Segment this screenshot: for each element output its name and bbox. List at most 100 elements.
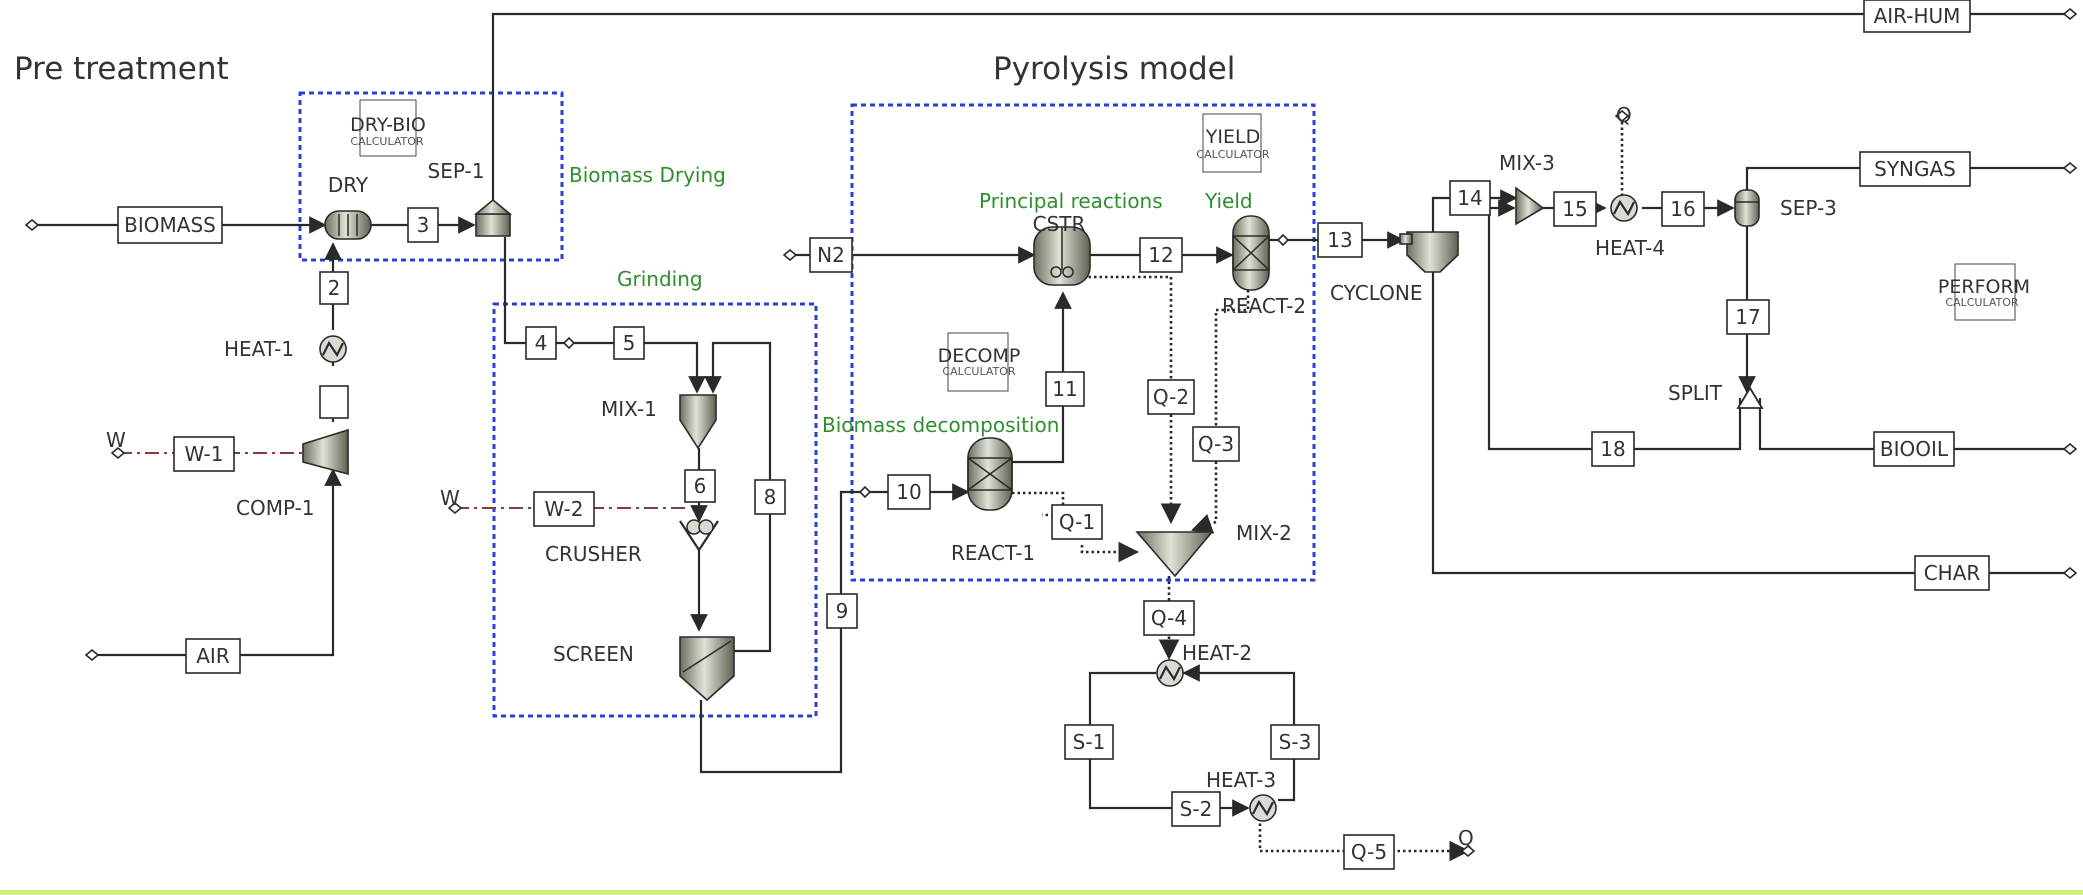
stream-s3[interactable]: S-3: [1270, 724, 1320, 760]
svg-text:W-2: W-2: [545, 497, 584, 521]
footer-band: [0, 890, 2083, 895]
cyclone-block[interactable]: [1399, 231, 1459, 273]
stream-q1[interactable]: Q-1: [1051, 504, 1103, 540]
crusher-block[interactable]: [679, 519, 719, 553]
stream-q4[interactable]: Q-4: [1143, 600, 1195, 636]
stream-11[interactable]: 11: [1045, 371, 1085, 407]
perform-calculator[interactable]: PERFORM CALCULATOR: [1938, 263, 2030, 321]
heat4-block[interactable]: [1610, 194, 1638, 222]
stream-3[interactable]: 3: [407, 207, 439, 243]
w-terminal-left: [110, 446, 126, 460]
svg-text:Q-3: Q-3: [1198, 432, 1234, 456]
svg-text:14: 14: [1457, 186, 1482, 210]
stream-air-hum[interactable]: AIR-HUM: [1863, 0, 1971, 33]
q-label-bottom: Q: [1458, 826, 1474, 850]
stream-10[interactable]: 10: [887, 474, 931, 510]
stream-8[interactable]: 8: [754, 479, 786, 515]
svg-text:DECOMP: DECOMP: [938, 345, 1021, 367]
stream-9-10-line: [699, 483, 970, 774]
stream-2[interactable]: 2: [319, 271, 349, 305]
mix3-label: MIX-3: [1499, 151, 1555, 175]
stream-air[interactable]: AIR: [185, 638, 241, 674]
dry-block[interactable]: [324, 210, 372, 240]
svg-text:PERFORM: PERFORM: [1938, 276, 2030, 298]
stream-9[interactable]: 9: [826, 593, 858, 629]
yield-label: Yield: [1204, 189, 1253, 213]
stream-q2[interactable]: Q-2: [1147, 379, 1195, 415]
stream-4[interactable]: 4: [525, 326, 557, 360]
stream-n2[interactable]: N2: [809, 237, 853, 273]
stream-syngas[interactable]: SYNGAS: [1859, 151, 1971, 187]
split-block[interactable]: [1736, 386, 1764, 409]
stream-13-junction: [1276, 233, 1290, 247]
svg-text:BIOMASS: BIOMASS: [124, 213, 216, 237]
sep3-block[interactable]: [1734, 189, 1760, 227]
svg-text:11: 11: [1052, 377, 1077, 401]
stream-5[interactable]: 5: [613, 326, 645, 360]
q-terminal-top: [1614, 109, 1630, 123]
stream-14[interactable]: 14: [1449, 180, 1491, 216]
screen-label: SCREEN: [553, 642, 634, 666]
svg-text:YIELD: YIELD: [1205, 126, 1260, 148]
stream-6[interactable]: 6: [684, 469, 716, 503]
grinding-section: [492, 302, 818, 718]
stream-13[interactable]: 13: [1317, 222, 1363, 258]
svg-text:8: 8: [764, 485, 777, 509]
react2-block[interactable]: [1232, 215, 1270, 291]
react1-block[interactable]: [967, 437, 1013, 511]
stream-10-junction: [858, 485, 872, 499]
stream-8-line: [704, 341, 772, 653]
biooil-terminal: [2062, 442, 2078, 456]
stream-biomass[interactable]: BIOMASS: [117, 206, 223, 244]
w-terminal-mid: [447, 501, 463, 515]
stream-w2[interactable]: W-2: [533, 491, 595, 527]
stream-s2[interactable]: S-2: [1171, 791, 1221, 827]
air-hum-line: [491, 12, 2068, 213]
sep3-label: SEP-3: [1780, 196, 1837, 220]
stream-q5[interactable]: Q-5: [1343, 834, 1395, 870]
stream-15[interactable]: 15: [1553, 191, 1597, 227]
svg-text:3: 3: [417, 213, 430, 237]
svg-text:2: 2: [328, 276, 341, 300]
cstr-label: CSTR: [1033, 212, 1086, 236]
cstr-block[interactable]: [1033, 226, 1091, 286]
stream-char[interactable]: CHAR: [1914, 555, 1990, 591]
mix2-block[interactable]: [1135, 531, 1214, 578]
stream-w1[interactable]: W-1: [173, 436, 235, 472]
pretreatment-title: Pre treatment: [14, 51, 229, 87]
heat2-block[interactable]: [1156, 659, 1184, 687]
stream-biooil[interactable]: BIOOIL: [1873, 431, 1955, 467]
svg-text:AIR: AIR: [196, 644, 230, 668]
heat1-block[interactable]: [319, 335, 347, 363]
mix2-label: MIX-2: [1236, 521, 1292, 545]
stream-12[interactable]: 12: [1139, 237, 1183, 273]
stream-17[interactable]: 17: [1726, 299, 1770, 335]
heat3-block[interactable]: [1249, 794, 1277, 822]
air-line: [92, 468, 342, 657]
mix3-block[interactable]: [1515, 186, 1545, 226]
sep1-label: SEP-1: [428, 159, 485, 183]
char-line: [1431, 270, 2068, 575]
comp1-block[interactable]: [302, 428, 349, 476]
biomass-drying-section: [298, 91, 564, 262]
stream-4-line: [503, 237, 526, 345]
stream-16[interactable]: 16: [1661, 191, 1705, 227]
stream-q3[interactable]: Q-3: [1192, 426, 1240, 462]
decomp-calculator[interactable]: DECOMP CALCULATOR: [938, 332, 1021, 392]
svg-text:Q-4: Q-4: [1151, 606, 1187, 630]
sep1-block[interactable]: [473, 198, 513, 237]
svg-text:10: 10: [896, 480, 921, 504]
mix1-label: MIX-1: [601, 397, 657, 421]
q-terminal-bottom: [1460, 844, 1476, 858]
dry-bio-calculator[interactable]: DRY-BIO CALCULATOR: [350, 99, 426, 157]
unlabeled-stream-box[interactable]: [319, 385, 349, 419]
biomass-terminal: [24, 218, 40, 232]
svg-text:DRY-BIO: DRY-BIO: [350, 114, 426, 136]
stream-18[interactable]: 18: [1591, 431, 1635, 467]
yield-calculator[interactable]: YIELD CALCULATOR: [1196, 113, 1270, 173]
screen-block[interactable]: [679, 636, 735, 702]
mix1-block[interactable]: [679, 394, 717, 450]
stream-s1[interactable]: S-1: [1064, 724, 1114, 760]
stream-5-line: [644, 341, 706, 394]
svg-text:CHAR: CHAR: [1924, 561, 1981, 585]
